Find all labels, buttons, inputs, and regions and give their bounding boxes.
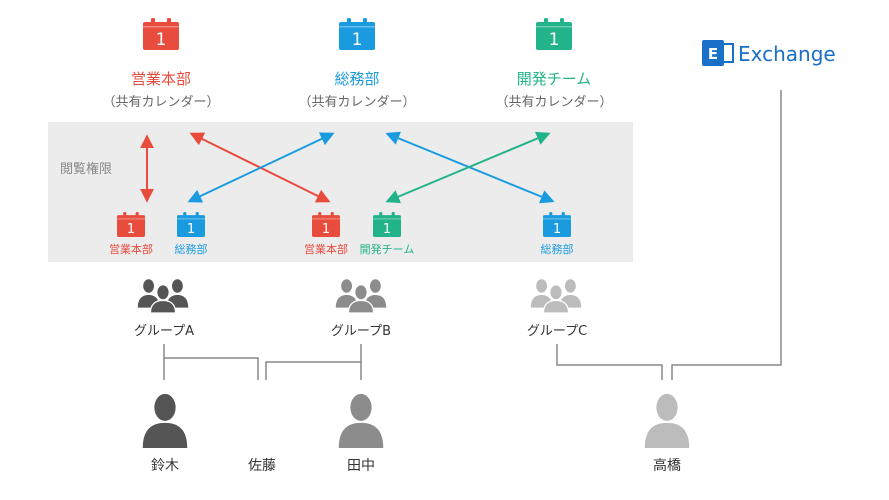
- calendar-day: 1: [352, 30, 363, 50]
- calendar-day: 1: [127, 222, 135, 237]
- connector-group-c: [556, 344, 663, 380]
- group-calendar-name: 営業本部: [304, 242, 348, 256]
- group-name: グループC: [527, 324, 587, 339]
- user-name: 鈴木: [151, 458, 179, 474]
- group-name: グループB: [331, 324, 391, 339]
- connector-group-b: [265, 344, 362, 380]
- user-tanaka: 田中: [338, 393, 384, 474]
- arrow-dev-to-group-b: [385, 131, 551, 204]
- person-icon: [338, 393, 384, 448]
- permission-panel: [48, 122, 633, 262]
- group-icon: [530, 278, 582, 314]
- calendar-day: 1: [187, 222, 195, 237]
- connector-lines: [163, 90, 782, 380]
- user-sato: 佐藤: [239, 393, 285, 474]
- shared-calendar-sub: （共有カレンダー）: [298, 95, 415, 110]
- group-calendar-name: 開発チーム: [360, 242, 415, 256]
- user-name: 佐藤: [248, 458, 276, 474]
- connector-group-a: [163, 344, 259, 380]
- calendar-day: 1: [383, 222, 391, 237]
- user-suzuki: 鈴木: [142, 393, 188, 474]
- connector-exchange: [671, 90, 782, 380]
- group-name: グループA: [134, 324, 194, 339]
- group-icon: [335, 278, 387, 314]
- person-icon: [142, 393, 188, 448]
- group-b: グループB: [331, 278, 391, 339]
- user-name: 高橋: [653, 457, 681, 474]
- group-calendar: 1 営業本部: [109, 212, 153, 256]
- shared-calendar-sub: （共有カレンダー）: [495, 95, 612, 110]
- person-icon: [262, 393, 285, 448]
- calendar-day: 1: [156, 30, 167, 50]
- shared-calendar-general: 1 総務部 （共有カレンダー）: [298, 18, 416, 110]
- person-icon: [239, 393, 262, 448]
- exchange-icon-panel: [718, 43, 734, 63]
- shared-calendar-sales: 1 営業本部 （共有カレンダー）: [102, 18, 220, 110]
- group-c: グループC: [527, 278, 587, 339]
- group-calendar-name: 総務部: [541, 242, 574, 256]
- calendar-day: 1: [549, 30, 560, 50]
- shared-calendar-dev: 1 開発チーム （共有カレンダー）: [495, 18, 613, 110]
- user-takahashi: 高橋: [644, 393, 690, 474]
- exchange-logo: E Exchange: [702, 40, 836, 66]
- permission-label: 閲覧権限: [60, 161, 112, 177]
- group-calendar: 1 総務部: [175, 212, 208, 256]
- exchange-name: Exchange: [738, 42, 836, 66]
- group-icon: [137, 278, 189, 314]
- group-calendar: 1 開発チーム: [360, 212, 415, 256]
- shared-calendar-name: 営業本部: [131, 70, 191, 88]
- group-a: グループA: [134, 278, 194, 339]
- arrow-general-to-group-a: [187, 132, 335, 203]
- shared-calendar-name: 開発チーム: [517, 70, 592, 88]
- person-icon: [644, 393, 690, 448]
- calendar-day: 1: [553, 222, 561, 237]
- group-calendar-name: 総務部: [175, 242, 208, 256]
- user-name: 田中: [347, 458, 375, 474]
- shared-calendar-name: 総務部: [334, 70, 379, 88]
- group-calendar: 1 営業本部: [304, 212, 348, 256]
- shared-calendar-sub: （共有カレンダー）: [102, 95, 219, 110]
- group-calendar: 1 総務部: [541, 212, 574, 256]
- calendar-day: 1: [322, 222, 330, 237]
- group-calendar-name: 営業本部: [109, 242, 153, 256]
- exchange-icon-letter: E: [708, 45, 718, 63]
